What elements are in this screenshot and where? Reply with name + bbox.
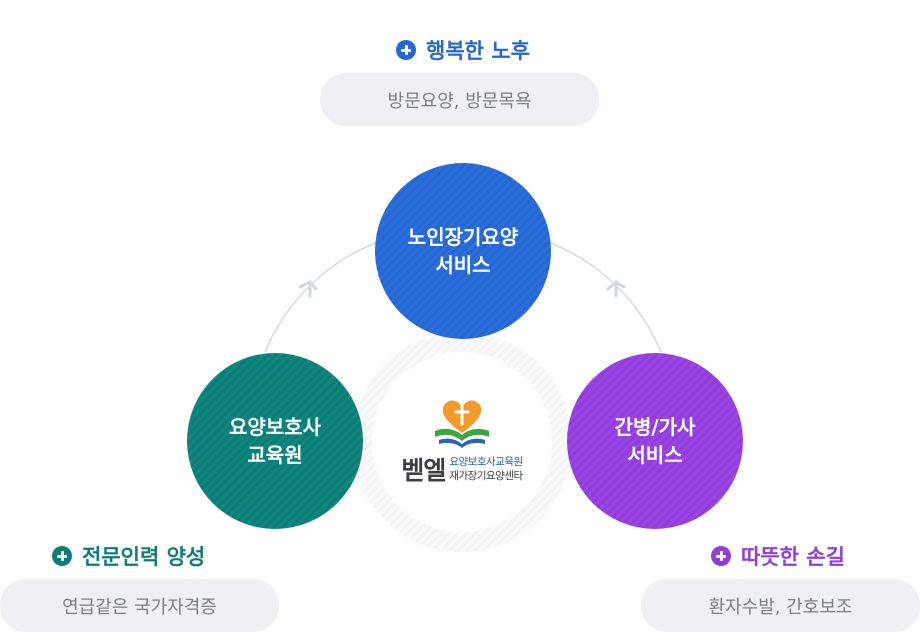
arrow-left xyxy=(298,280,318,298)
node-left-line1: 요양보호사 xyxy=(229,415,321,439)
logo: 벧엘 요양보호사교육원 재가장기요양센타 xyxy=(401,397,523,487)
label-right-detail: 환자수발, 간호보조 xyxy=(641,579,920,632)
label-top-heading: 행복한 노후 xyxy=(396,35,530,65)
node-left[interactable]: 요양보호사 교육원 xyxy=(187,353,363,529)
logo-sub-line1: 요양보호사교육원 xyxy=(449,456,523,468)
plus-icon xyxy=(52,546,72,566)
label-right-heading: 따뜻한 손길 xyxy=(711,541,845,571)
top-heading-text: 행복한 노후 xyxy=(426,39,530,63)
logo-subtitle: 요양보호사교육원 재가장기요양센타 xyxy=(449,455,523,483)
label-top-detail: 방문요양, 방문목욕 xyxy=(320,73,599,126)
node-top[interactable]: 노인장기요양 서비스 xyxy=(375,163,551,339)
plus-icon xyxy=(396,40,416,60)
arc-right xyxy=(547,241,662,353)
logo-name: 벧엘 xyxy=(401,456,446,485)
heart-book-icon xyxy=(434,400,489,448)
logo-sub-line2: 재가장기요양센타 xyxy=(449,470,523,482)
node-left-line2: 교육원 xyxy=(247,443,303,467)
plus-icon xyxy=(711,546,731,566)
label-left-heading: 전문인력 양성 xyxy=(52,541,205,571)
arrow-right xyxy=(606,280,626,298)
center-logo-disc: 벧엘 요양보호사교육원 재가장기요양센타 xyxy=(372,352,552,532)
node-top-line2: 서비스 xyxy=(435,253,491,277)
right-heading-text: 따뜻한 손길 xyxy=(741,545,845,569)
arc-left xyxy=(264,241,379,353)
node-right-line2: 서비스 xyxy=(627,443,683,467)
left-heading-text: 전문인력 양성 xyxy=(82,545,206,569)
label-left-detail: 연급같은 국가자격증 xyxy=(0,579,279,632)
node-right-line1: 간병/가사 xyxy=(614,415,696,439)
node-top-line1: 노인장기요양 xyxy=(407,225,519,249)
node-right[interactable]: 간병/가사 서비스 xyxy=(567,353,743,529)
